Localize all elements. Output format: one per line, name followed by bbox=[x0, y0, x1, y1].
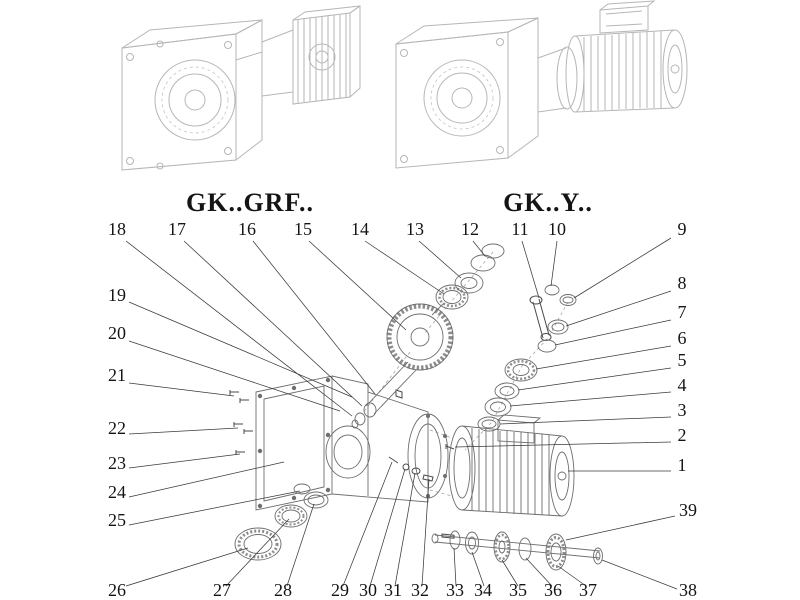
upper-bearings-rings bbox=[435, 243, 505, 310]
leader-line-9 bbox=[573, 237, 672, 299]
output-bearing-set bbox=[234, 483, 329, 561]
part-number-6: 6 bbox=[678, 328, 687, 348]
part-number-21: 21 bbox=[108, 365, 126, 385]
leader-line-19 bbox=[128, 301, 353, 398]
part-number-20: 20 bbox=[108, 323, 126, 343]
leader-line-22 bbox=[128, 427, 239, 435]
leader-line-18 bbox=[125, 240, 353, 417]
part-number-2: 2 bbox=[678, 425, 687, 445]
small-fasteners bbox=[388, 456, 434, 482]
leader-line-2 bbox=[454, 441, 672, 448]
leader-line-36 bbox=[525, 557, 553, 587]
leader-line-13 bbox=[418, 240, 462, 279]
part-number-37: 37 bbox=[579, 580, 597, 600]
gearbox-grf-drawing bbox=[121, 5, 361, 171]
leader-line-23 bbox=[128, 453, 241, 469]
leader-line-26 bbox=[125, 547, 249, 587]
leader-line-16 bbox=[252, 240, 376, 395]
leader-line-14 bbox=[364, 240, 445, 295]
flange-bolts bbox=[229, 390, 253, 455]
part-number-13: 13 bbox=[406, 219, 424, 239]
part-number-36: 36 bbox=[544, 580, 562, 600]
part-number-16: 16 bbox=[238, 219, 256, 239]
part-number-34: 34 bbox=[474, 580, 492, 600]
part-number-10: 10 bbox=[548, 219, 566, 239]
leader-line-6 bbox=[535, 345, 672, 370]
leader-line-37 bbox=[557, 565, 587, 587]
part-number-17: 17 bbox=[168, 219, 186, 239]
leader-line-4 bbox=[509, 391, 672, 407]
leader-line-8 bbox=[565, 290, 672, 327]
leader-line-20 bbox=[128, 340, 341, 412]
leader-line-3 bbox=[499, 416, 672, 425]
leader-line-24 bbox=[128, 461, 285, 498]
leader-lines bbox=[125, 237, 678, 590]
leader-line-21 bbox=[128, 382, 235, 397]
gearbox-y-drawing bbox=[395, 0, 688, 169]
part-number-8: 8 bbox=[678, 273, 687, 293]
part-number-7: 7 bbox=[678, 302, 687, 322]
part-number-38: 38 bbox=[679, 580, 697, 600]
leader-line-25 bbox=[128, 490, 301, 526]
part-number-18: 18 bbox=[108, 219, 126, 239]
input-shaft-cluster bbox=[445, 284, 577, 450]
part-number-39: 39 bbox=[679, 500, 697, 520]
part-number-5: 5 bbox=[678, 350, 687, 370]
part-number-25: 25 bbox=[108, 510, 126, 530]
leader-line-28 bbox=[286, 503, 315, 587]
leader-line-17 bbox=[183, 240, 363, 407]
part-number-32: 32 bbox=[411, 580, 429, 600]
leader-line-34 bbox=[471, 551, 485, 587]
part-number-9: 9 bbox=[678, 219, 687, 239]
exploded-view bbox=[229, 243, 603, 571]
part-number-30: 30 bbox=[359, 580, 377, 600]
part-number-31: 31 bbox=[384, 580, 402, 600]
variant-label-gk-grf: GK..GRF.. bbox=[186, 188, 314, 217]
leader-line-33 bbox=[453, 547, 457, 587]
electric-motor bbox=[448, 414, 575, 517]
leader-line-30 bbox=[369, 468, 406, 587]
variant-label-gk-y: GK..Y.. bbox=[503, 188, 593, 217]
leader-line-11 bbox=[521, 240, 540, 299]
part-number-15: 15 bbox=[294, 219, 312, 239]
part-number-24: 24 bbox=[108, 482, 126, 502]
leader-line-7 bbox=[554, 319, 672, 346]
output-shaft-assembly bbox=[431, 530, 603, 571]
part-number-11: 11 bbox=[511, 219, 528, 239]
gear-housing bbox=[255, 375, 449, 511]
part-number-33: 33 bbox=[446, 580, 464, 600]
leader-line-15 bbox=[308, 240, 407, 331]
part-number-28: 28 bbox=[274, 580, 292, 600]
part-number-4: 4 bbox=[678, 375, 687, 395]
part-number-3: 3 bbox=[678, 400, 687, 420]
leader-line-31 bbox=[394, 472, 416, 587]
intermediate-gear-shaft bbox=[351, 302, 454, 429]
part-number-23: 23 bbox=[108, 453, 126, 473]
leader-line-38 bbox=[601, 559, 678, 590]
leader-line-32 bbox=[421, 478, 430, 587]
part-number-1: 1 bbox=[678, 455, 687, 475]
leader-line-29 bbox=[342, 461, 393, 587]
leader-line-35 bbox=[501, 559, 519, 587]
part-number-35: 35 bbox=[509, 580, 527, 600]
leader-line-10 bbox=[550, 240, 558, 287]
part-number-26: 26 bbox=[108, 580, 126, 600]
part-number-19: 19 bbox=[108, 285, 126, 305]
leader-line-27 bbox=[225, 518, 290, 587]
part-number-29: 29 bbox=[331, 580, 349, 600]
leader-line-12 bbox=[472, 240, 486, 257]
part-number-22: 22 bbox=[108, 418, 126, 438]
part-number-14: 14 bbox=[351, 219, 369, 239]
part-number-27: 27 bbox=[213, 580, 231, 600]
leader-line-5 bbox=[517, 367, 672, 391]
part-number-12: 12 bbox=[461, 219, 479, 239]
leader-line-39 bbox=[565, 515, 676, 541]
